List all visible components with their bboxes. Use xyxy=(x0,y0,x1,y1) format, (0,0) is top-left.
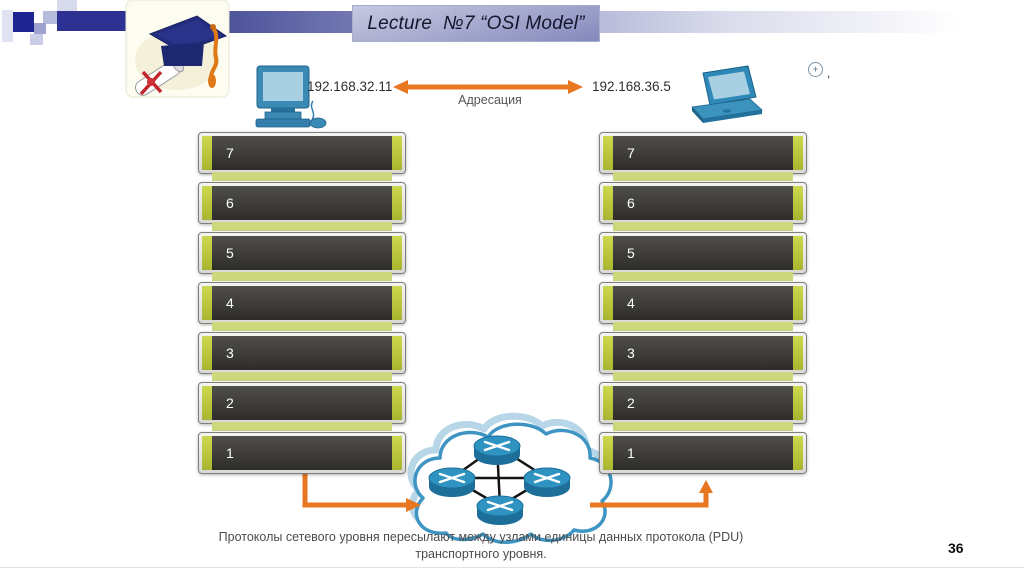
laptop-icon xyxy=(691,65,763,123)
osi-layer-5: 5 xyxy=(198,232,406,281)
layer-number: 4 xyxy=(226,295,234,311)
page-number: 36 xyxy=(948,540,964,556)
corner-mark: , xyxy=(827,66,831,80)
osi-layer-3: 3 xyxy=(198,332,406,381)
osi-layer-7: 7 xyxy=(198,132,406,181)
osi-layer-2: 2 xyxy=(198,382,406,431)
header-decoration-square xyxy=(34,23,46,34)
left-host-ip: 192.168.32.11 xyxy=(307,79,393,94)
header-navy-bar xyxy=(57,11,128,31)
addressing-arrow xyxy=(393,80,583,94)
osi-layer-3: 3 xyxy=(599,332,807,381)
header-decoration-column xyxy=(2,10,13,42)
addressing-arrow-label: Адресация xyxy=(458,93,522,107)
header-gradient-band xyxy=(225,11,1024,33)
header-decoration-square xyxy=(57,0,77,13)
layer-number: 6 xyxy=(627,195,635,211)
layer-number: 3 xyxy=(627,345,635,361)
header-decoration-square xyxy=(13,12,34,32)
cloud-to-right-stack-arrow xyxy=(590,480,713,508)
desktop-computer-icon xyxy=(255,65,327,129)
circled-plus-icon: + xyxy=(808,62,823,77)
osi-stack-left: 7 6 5 4 3 2 1 xyxy=(198,132,406,482)
layer-number: 6 xyxy=(226,195,234,211)
slide-caption: Протоколы сетевого уровня пересылают меж… xyxy=(218,530,744,561)
slide-title: Lecture №7 “OSI Model” xyxy=(367,12,585,34)
header-decoration-square xyxy=(30,34,43,45)
layer-number: 5 xyxy=(627,245,635,261)
router-links xyxy=(451,444,548,508)
corner-widget: + , xyxy=(808,62,830,80)
layer-number: 2 xyxy=(226,395,234,411)
layer-number: 3 xyxy=(226,345,234,361)
osi-layer-4: 4 xyxy=(599,282,807,331)
slide-title-bar: Lecture №7 “OSI Model” xyxy=(352,5,600,42)
router-icon xyxy=(476,495,524,525)
right-host-ip: 192.168.36.5 xyxy=(592,79,671,94)
osi-layer-6: 6 xyxy=(198,182,406,231)
network-cloud xyxy=(407,412,613,544)
osi-layer-5: 5 xyxy=(599,232,807,281)
layer-number: 7 xyxy=(627,145,635,161)
layer-number: 7 xyxy=(226,145,234,161)
layer-number: 1 xyxy=(627,445,635,461)
layer-number: 4 xyxy=(627,295,635,311)
osi-layer-7: 7 xyxy=(599,132,807,181)
osi-layer-4: 4 xyxy=(198,282,406,331)
router-icon xyxy=(523,467,571,497)
layer-number: 5 xyxy=(226,245,234,261)
osi-layer-6: 6 xyxy=(599,182,807,231)
layer-number: 2 xyxy=(627,395,635,411)
osi-layer-2: 2 xyxy=(599,382,807,431)
layer-number: 1 xyxy=(226,445,234,461)
header-decoration-square xyxy=(43,11,57,24)
osi-layer-1: 1 xyxy=(599,432,807,474)
router-icon xyxy=(428,467,476,497)
osi-stack-right: 7 6 5 4 3 2 1 xyxy=(599,132,807,482)
bottom-divider xyxy=(0,567,1024,568)
graduation-cap-image xyxy=(125,0,230,98)
osi-layer-1: 1 xyxy=(198,432,406,474)
router-icon xyxy=(473,435,521,465)
